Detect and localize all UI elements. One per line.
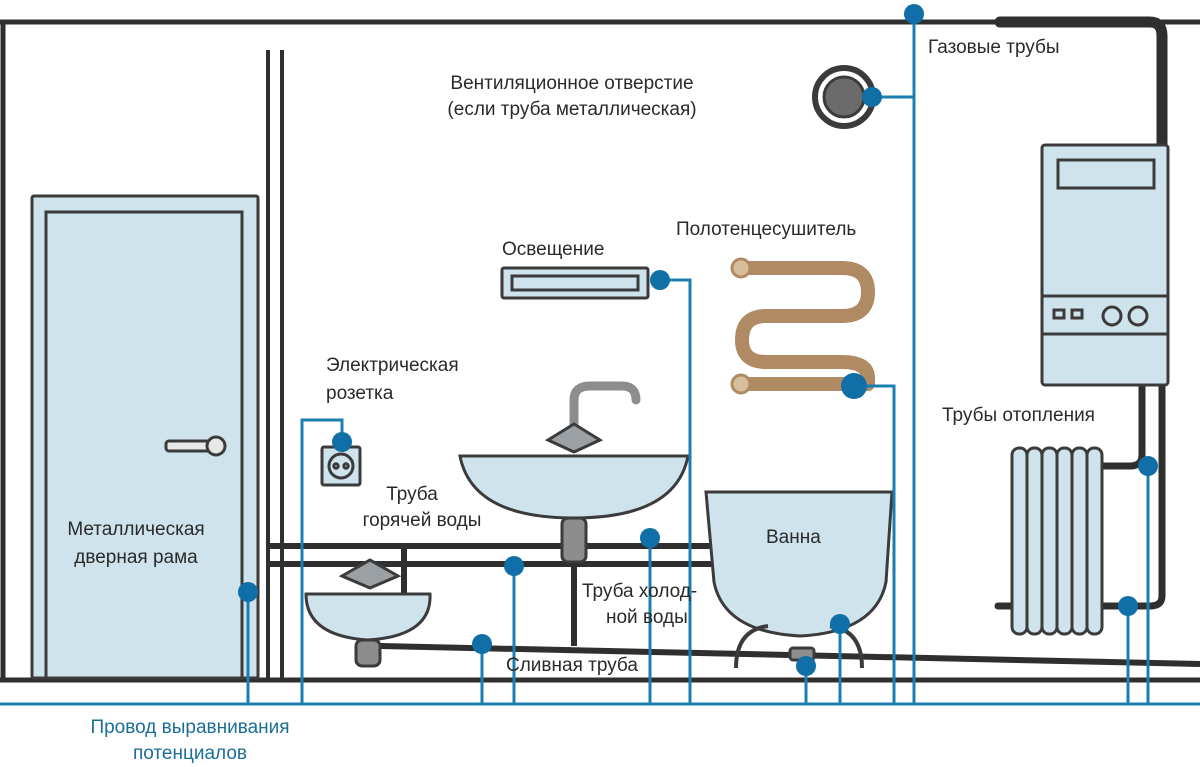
radiator-fin xyxy=(1085,446,1104,636)
bidet xyxy=(304,558,432,668)
label-bonding-line1: Провод выравнивания xyxy=(90,717,290,738)
heater-vent-grille xyxy=(1056,158,1156,190)
washbasin-siphon xyxy=(560,516,588,564)
bidet-faucet xyxy=(338,558,402,590)
node-hot-pipe xyxy=(504,556,524,576)
electric-socket xyxy=(320,445,362,487)
bathtub-body xyxy=(704,490,894,638)
socket-pin-left xyxy=(332,462,340,470)
light-fixture xyxy=(500,266,650,300)
heating-pipe-return xyxy=(1096,381,1166,610)
radiator-fin xyxy=(1040,446,1059,636)
heater-knob-right xyxy=(1127,305,1149,327)
node-light xyxy=(650,270,670,290)
label-socket-line2: розетка xyxy=(326,383,394,404)
node-bath-drain xyxy=(796,656,816,676)
label-cold-pipe-line1: Труба холод- xyxy=(582,581,698,602)
label-hot-pipe-line1: Труба xyxy=(386,484,438,505)
socket-pin-right xyxy=(342,462,350,470)
node-heating-supply xyxy=(1138,456,1158,476)
socket-face xyxy=(327,452,355,480)
label-bonding-line2: потенциалов xyxy=(132,743,247,764)
node-drain xyxy=(472,634,492,654)
light-fixture-lens xyxy=(510,274,640,292)
vent-inner-hole xyxy=(822,75,866,119)
towel-dryer-mount-bottom xyxy=(730,373,752,395)
heater-button-right xyxy=(1070,308,1084,320)
node-socket xyxy=(332,432,352,452)
label-bath: Ванна xyxy=(766,527,821,548)
bathtub xyxy=(704,490,894,669)
label-door-line2: дверная рама xyxy=(74,547,198,568)
label-heating: Трубы отопления xyxy=(942,405,1095,426)
door-handle-rose xyxy=(205,435,227,457)
label-gas-pipes: Газовые трубы xyxy=(928,37,1060,58)
label-lighting: Освещение xyxy=(502,239,605,260)
gas-water-heater xyxy=(1040,143,1170,387)
node-door xyxy=(238,582,258,602)
heater-button-left xyxy=(1052,308,1066,320)
washbasin xyxy=(458,381,690,564)
gas-pipe xyxy=(994,16,1168,151)
label-vent-line2: (если труба металлическая) xyxy=(447,99,697,120)
node-heating-return xyxy=(1118,596,1138,616)
radiator-fin xyxy=(1055,446,1074,636)
bonding-nodes xyxy=(238,4,1158,676)
radiator-fin xyxy=(1070,446,1089,636)
radiator-fin xyxy=(1025,446,1044,636)
heater-knob-left xyxy=(1101,305,1123,327)
metal-door xyxy=(30,194,260,680)
node-cold-pipe xyxy=(640,528,660,548)
node-gas-pipe xyxy=(904,4,924,24)
bidet-trap xyxy=(354,638,382,668)
label-door-line1: Металлическая xyxy=(67,519,205,540)
faucet-spout xyxy=(569,381,641,451)
label-hot-pipe-line2: горячей воды xyxy=(362,510,482,531)
bidet-bowl xyxy=(304,592,432,642)
label-towel-dryer: Полотенцесушитель xyxy=(676,219,857,240)
node-bath xyxy=(830,614,850,634)
radiator xyxy=(1010,446,1104,636)
label-cold-pipe-line2: ной воды xyxy=(606,607,688,628)
faucet-handles xyxy=(544,422,604,454)
washbasin-bowl xyxy=(458,454,690,520)
radiator-fin xyxy=(1010,446,1029,636)
label-socket-line1: Электрическая xyxy=(326,355,459,376)
node-towel-dryer xyxy=(841,373,867,399)
label-drain: Сливная труба xyxy=(506,655,638,676)
towel-dryer-mount-top xyxy=(730,257,752,279)
node-vent xyxy=(862,87,882,107)
heating-pipe-supply xyxy=(1096,381,1146,470)
towel-dryer-coil xyxy=(733,261,875,391)
wire-socket xyxy=(300,418,344,704)
label-vent-line1: Вентиляционное отверстие xyxy=(450,73,694,94)
wire-towel xyxy=(856,384,896,704)
towel-dryer xyxy=(730,257,875,395)
